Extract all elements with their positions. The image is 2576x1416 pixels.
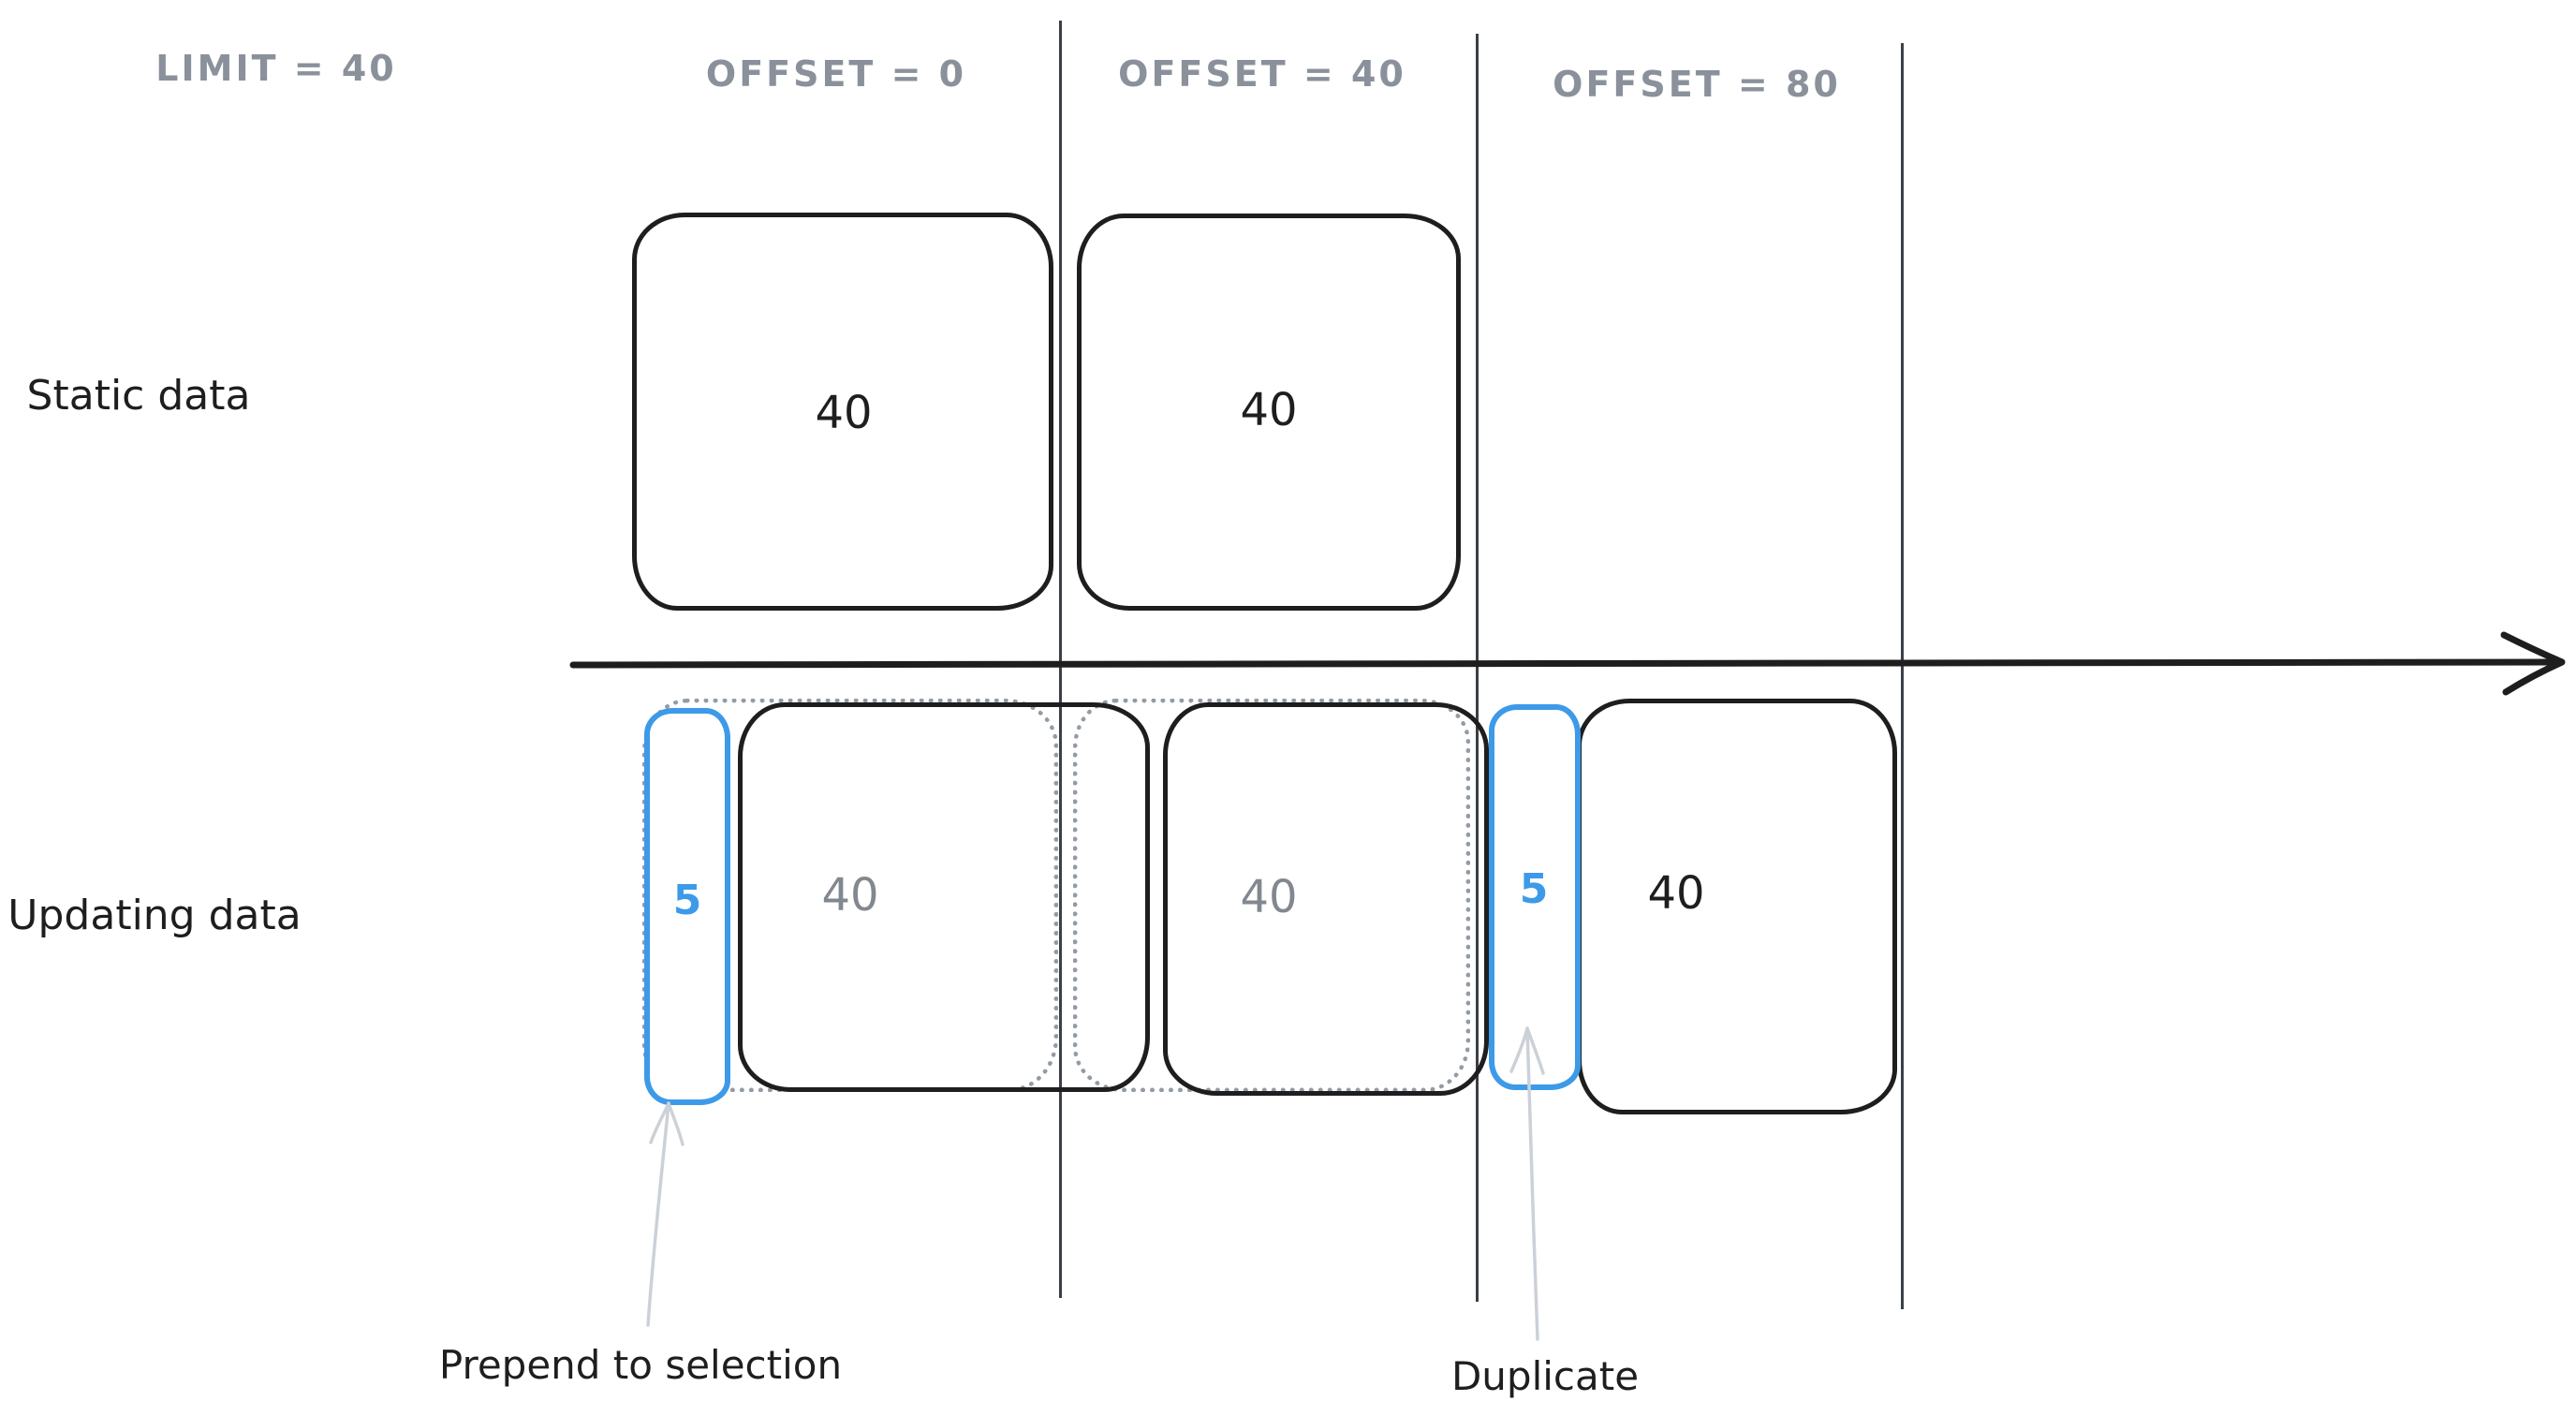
duplicate-items-count: 5 — [1519, 865, 1549, 913]
offset-40-label: OFFSET = 40 — [1118, 53, 1406, 95]
static-page-2-box — [1077, 214, 1461, 611]
prepended-items-count: 5 — [672, 877, 702, 924]
limit-label: LIMIT = 40 — [155, 48, 397, 89]
static-page-2-count: 40 — [1240, 384, 1298, 436]
static-data-row-label: Static data — [26, 372, 251, 420]
static-page-1-box — [632, 213, 1053, 611]
updating-page-3-count: 40 — [1647, 867, 1705, 920]
updating-page-1-count: 40 — [821, 869, 879, 922]
updating-data-row-label: Updating data — [7, 892, 302, 939]
offset-divider-line-2 — [1476, 34, 1479, 1302]
ghost-previous-page-2-outline — [1073, 699, 1470, 1092]
offset-divider-line-1 — [1059, 21, 1062, 1298]
timeline-arrow-icon — [569, 631, 2566, 696]
offset-divider-line-3 — [1901, 43, 1904, 1309]
offset-80-label: OFFSET = 80 — [1553, 64, 1841, 105]
static-page-1-count: 40 — [815, 387, 873, 439]
updating-page-2-box — [1163, 702, 1489, 1096]
duplicate-annotation-label: Duplicate — [1450, 1353, 1640, 1399]
prepend-annotation-label: Prepend to selection — [438, 1342, 843, 1388]
prepend-callout-arrow-icon — [646, 1101, 684, 1327]
updating-page-2-count: 40 — [1240, 871, 1298, 923]
updating-page-3-box — [1577, 699, 1897, 1114]
prepended-items-box — [644, 708, 730, 1105]
updating-page-1-box — [738, 702, 1150, 1092]
offset-0-label: OFFSET = 0 — [705, 53, 967, 95]
